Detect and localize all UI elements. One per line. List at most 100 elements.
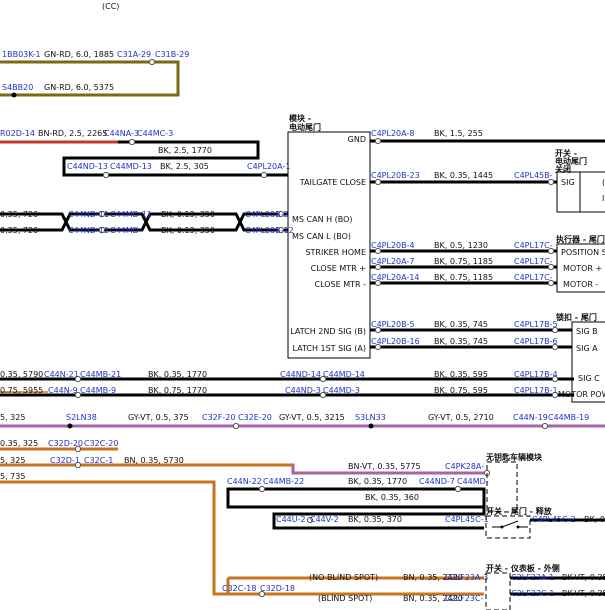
conn-c44md-14: C44MD-14 [323,370,365,379]
wire-spec-gn-rd-1885: GN-RD, 6.0, 1885 [44,50,114,59]
wire-spec-gy-2710: GY-VT, 0.5, 2710 [428,413,494,422]
wire-spec-row1-right: BK, 0.35, 595 [434,370,488,379]
wire-spec-bk-2-5-305: BK, 2.5, 305 [160,162,209,171]
wire-spec-bk-vt-a: BK-VT, 0.35 [562,573,605,582]
conn-c32c-1: C32C-1 [84,456,113,465]
latch-tailgate: 锁扣 - 尾门 SIG B SIG A SIG C MOTOR POW [556,312,605,403]
wire-br3-left: 5, 735 [0,472,25,481]
latch-wires: C4PL20B-5 BK, 0.35, 745 C4PL17B-5 C4PL20… [370,320,572,351]
pin-motor-pow: MOTOR POW [558,390,605,399]
wire-gn-rd-loop: 1BB03K-1 GN-RD, 6.0, 1885 C31A-29 C31B-2… [0,50,189,98]
conn-c44n-22: C44N-22 [227,477,262,486]
pin-position-sw: POSITION SW [561,248,605,257]
conn-c32d-1: C32D-1 [50,456,80,465]
wire-spec-bk-745-b: BK, 0.35, 745 [434,337,488,346]
conn-c44md-3: C44MD-3 [323,386,360,395]
pin-sig-b: SIG B [576,327,598,336]
conn-c44md-11: C44MD-11 [110,210,152,219]
switch-release: 开关 - 尾门 - 释放 [485,506,553,539]
conn-c44nd-13: C44ND-13 [67,162,108,171]
wire-can-h-left: 0.35, 720 [0,210,38,219]
tailgate-module-title-2: 电动尾门 [289,122,321,132]
pin-ms-can-l: MS CAN L (BO) [292,232,351,241]
pin-close-mtr-plus: CLOSE MTR + [311,264,366,273]
pin-sig: SIG [561,178,575,187]
wire-spec-bn-2420-a: BN, 0.35, 2420 [403,573,463,582]
pin-sig-c: SIG C [578,374,600,383]
wire-can-l-left: 0.35, 720 [0,226,38,235]
conn-c44nd-3: C44ND-3 [285,386,321,395]
wire-tailgate-close: C4PL20B-23 BK, 0.35, 1445 C4PL45B- [370,171,557,186]
wire-bn-rd-ground: R02D-14 BN-RD, 2.5, 2265 C44NA-3 C44MC-3… [0,129,290,179]
conn-c2lf23a-1: C2LF23A-1 [511,573,554,582]
conn-c4pl45c-2: C4PL45C-2 [532,515,576,524]
wire-spec-bn-5730: BN, 0.35, 5730 [124,456,184,465]
switch-mirror-title: 开关 - 仪表板 - 外侧 [486,563,560,573]
conn-c44n-19: C44N-19 [513,413,548,422]
keyless-title: 无钥匙车辆模块 [485,452,543,462]
pin-latch-1st: LATCH 1ST SIG (A) [292,344,366,353]
conn-c4pl20a-14: C4PL20A-14 [371,273,420,282]
conn-c4pl20b-5: C4PL20B-5 [371,320,415,329]
wire-row1-left: 0.35, 5790 [0,370,43,379]
conn-c32f-20: C32F-20 [202,413,235,422]
conn-c4pl45b: C4PL45B- [514,171,553,180]
conn-c4pl20a-1: C4PL20A-1 [247,162,290,171]
conn-c2lf23c: C2LF23C- [445,594,484,603]
conn-c44mb-19: C44MB-19 [548,413,589,422]
pin-striker-home: STRIKER HOME [305,248,366,257]
wire-row2-left: 0.75, 5955 [0,386,43,395]
wire-spec-bn-2420-b: BN, 0.35, 2420 [403,594,463,603]
wire-gnd-out: C4PL20A-8 BK, 1.5, 255 [370,129,605,145]
wire-spec-bk-1185-a: BK, 0.75, 1185 [434,257,493,266]
conn-c4pl17b-4: C4PL17B-4 [514,370,558,379]
wire-spec-gn-rd-5375: GN-RD, 6.0, 5375 [44,83,114,92]
wire-spec-gy-375: GY-VT, 0.5, 375 [128,413,189,422]
wire-mirror: C32C-18 C32D-18 (NO BLIND SPOT) BN, 0.35… [222,573,605,603]
conn-c4pl20b-4: C4PL20B-4 [371,241,415,250]
wire-spec-keyless: BK, 0.35, 1770 [348,477,407,486]
conn-c4pk28a: C4PK28A- [445,462,484,471]
wire-spec-bk-vt-b: BK-VT, 0.35 [562,589,605,598]
conn-c2lf23a-3: C2LF23A-3 [445,573,488,582]
wire-gy-vt: 5, 325 S2LN38 GY-VT, 0.5, 375 C32F-20 C3… [0,413,605,430]
conn-c32c-18: C32C-18 [222,584,256,593]
conn-c31b-29: C31B-29 [155,50,189,59]
wire-gy-left: 5, 325 [0,413,25,422]
conn-c44v-2: C44V-2 [310,515,339,524]
wire-spec-can-h: BK, 0.13, 350 [161,210,215,219]
wire-spec-bk-1185-b: BK, 0.75, 1185 [434,273,493,282]
wire-br2-left: 5, 325 [0,456,25,465]
conn-r02d-14: R02D-14 [0,129,35,138]
wire-spec-bk-360: BK, 0.35, 360 [365,493,419,502]
actuator-title: 执行器 - 尾门 [556,234,605,244]
conn-c4pl17c-a: C4PL17C- [514,241,553,250]
switch-partial-i: I [602,194,604,203]
pin-ms-can-h: MS CAN H (BO) [292,215,353,224]
wire-spec-bk-370: BK, 0.35, 370 [348,515,402,524]
conn-c32d-18: C32D-18 [260,584,295,593]
pin-gnd: GND [348,135,366,144]
conn-c4pl17c-c: C4PL17C- [514,273,553,282]
switch-partial-c: ( [602,178,605,187]
conn-c44nd-7: C44ND-7 [419,477,455,486]
splice-s3ln33: S3LN33 [355,413,386,422]
tailgate-module: 模块 - 电动尾门 GND TAILGATE CLOSE MS CAN H (B… [287,113,371,359]
conn-c4pl17b-1: C4PL17B-1 [514,386,558,395]
wire-spec-bk-1445: BK, 0.35, 1445 [434,171,493,180]
splice-s4bb20: S4BB20 [2,83,33,92]
tailgate-module-title: 模块 - [289,113,311,123]
conn-c4pl17c-b: C4PL17C- [514,257,553,266]
conn-c44nd-12: C44ND-12 [68,226,109,235]
conn-c4pl20b-2: C4PL20B-2 [245,210,289,219]
switch-close-title-2: 电动尾门 [555,156,587,166]
label-no-blind-spot: (NO BLIND SPOT) [309,573,378,582]
conn-c32c-20: C32C-20 [84,439,118,448]
conn-c32e-20: C32E-20 [238,413,272,422]
conn-1bb03k-1: 1BB03K-1 [2,50,41,59]
conn-c44nd-14: C44ND-14 [280,370,321,379]
switch-mirror: 开关 - 仪表板 - 外侧 [485,563,560,610]
conn-c44mb-22: C44MB-22 [263,477,304,486]
wire-spec-can-l: BK, 0.13, 350 [161,226,215,235]
